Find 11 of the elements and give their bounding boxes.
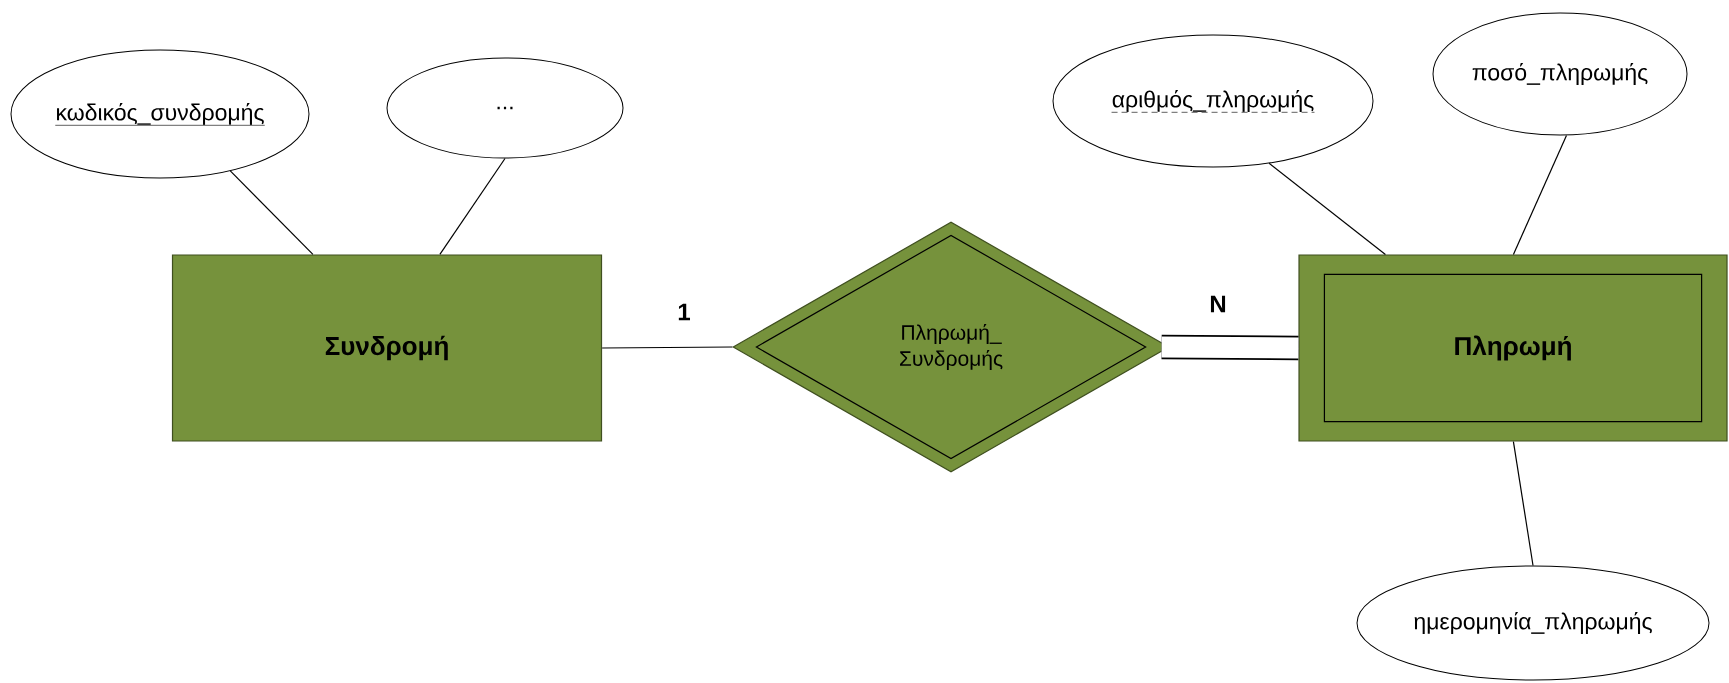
connector-line [1512,134,1568,255]
connector-line [229,170,314,255]
cardinality-label: N [1208,294,1228,314]
double-line [1161,334,1299,361]
connector-line [1512,441,1534,567]
connector-line [439,157,506,255]
cardinality-label: 1 [676,302,692,322]
entity-box: Συνδρομή [171,254,603,442]
connector-line [601,346,733,349]
connector-line [1268,162,1386,255]
weak-entity-box: Πληρωμή [1298,254,1728,442]
